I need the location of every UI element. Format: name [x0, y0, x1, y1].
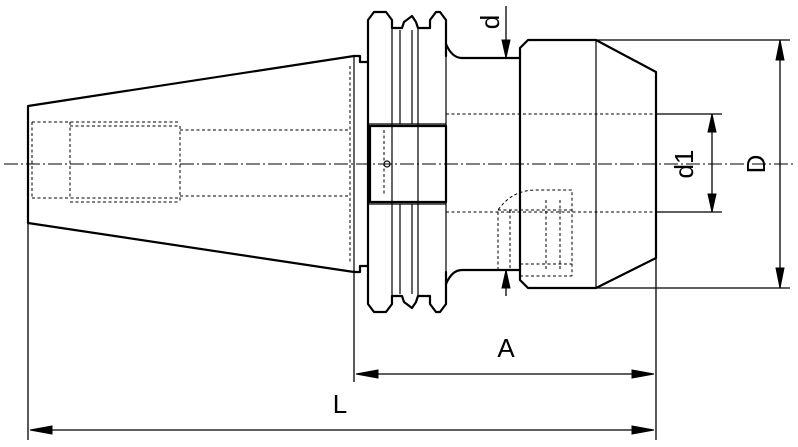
taper-cone [26, 54, 356, 274]
dimension-A [353, 258, 657, 440]
label-L: L [333, 389, 347, 419]
neck [444, 42, 522, 286]
dimension-L [27, 223, 655, 440]
label-d1: d1 [669, 150, 699, 179]
label-d: d [475, 15, 505, 29]
dimension-D [596, 39, 790, 289]
label-A: A [497, 333, 515, 363]
dimension-d1 [656, 113, 722, 213]
label-D: D [741, 155, 771, 174]
internal-bore [31, 121, 350, 203]
dimension-d [501, 6, 511, 296]
clamp-screw [497, 189, 573, 277]
nose-bore [446, 113, 656, 213]
flange [352, 10, 448, 314]
